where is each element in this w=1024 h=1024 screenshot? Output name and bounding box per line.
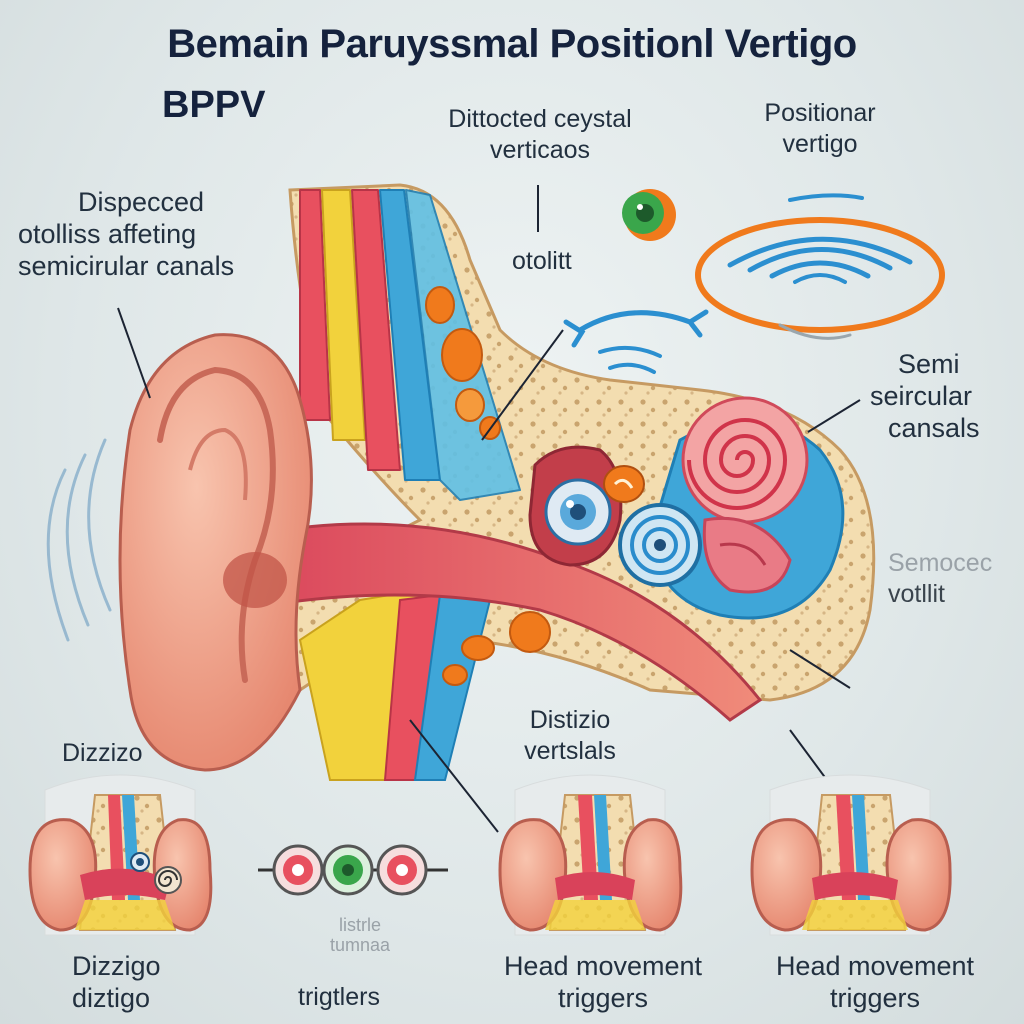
label-dislocated-crystal: Dittocted ceystal verticaos bbox=[448, 105, 632, 164]
sound-waves-icon bbox=[46, 438, 112, 642]
ear-canal bbox=[228, 522, 763, 722]
label-head-movement-1: Head movement triggers bbox=[503, 951, 703, 1013]
mini-ear-3 bbox=[750, 774, 952, 936]
label-faded-triggers: listrle tumnaa bbox=[329, 915, 391, 955]
page-subtitle: BPPV bbox=[162, 84, 266, 126]
movement-arrow-icon bbox=[563, 309, 709, 374]
otolith-balls-row bbox=[258, 844, 448, 896]
outer-ear bbox=[118, 333, 313, 772]
eye-bulb-1 bbox=[544, 478, 612, 546]
label-triggers: trigtlers bbox=[298, 983, 380, 1011]
label-displaced-otoliths: Dispecced otolliss affeting semicirular … bbox=[18, 187, 235, 281]
otolith-green-icon bbox=[622, 189, 676, 241]
label-dizzigo: Dizzigo diztigo bbox=[72, 951, 161, 1013]
label-otolith: otolitt bbox=[512, 247, 572, 275]
label-positional-vertigo: Positionar vertigo bbox=[764, 99, 876, 158]
vertigo-rings-icon bbox=[695, 193, 945, 340]
otolith-particles bbox=[425, 286, 551, 686]
label-semoccc-votllit: Semocec votllit bbox=[888, 549, 993, 608]
page-title: Bemain Paruyssmal Positionl Vertigo bbox=[167, 22, 857, 66]
label-semicircular-canals: Semi seircular cansals bbox=[870, 349, 980, 443]
mini-ear-1 bbox=[28, 774, 213, 936]
label-dizzizo: Dizzizo bbox=[62, 739, 143, 767]
vestibule-icon bbox=[618, 503, 702, 587]
cochlea-spiral bbox=[648, 396, 845, 620]
label-head-movement-2: Head movement triggers bbox=[775, 951, 975, 1013]
label-distizio: Distizio vertslals bbox=[524, 706, 616, 765]
ossicle-orange bbox=[603, 465, 645, 503]
leader-lines bbox=[117, 185, 861, 833]
mini-ear-2 bbox=[498, 774, 683, 936]
